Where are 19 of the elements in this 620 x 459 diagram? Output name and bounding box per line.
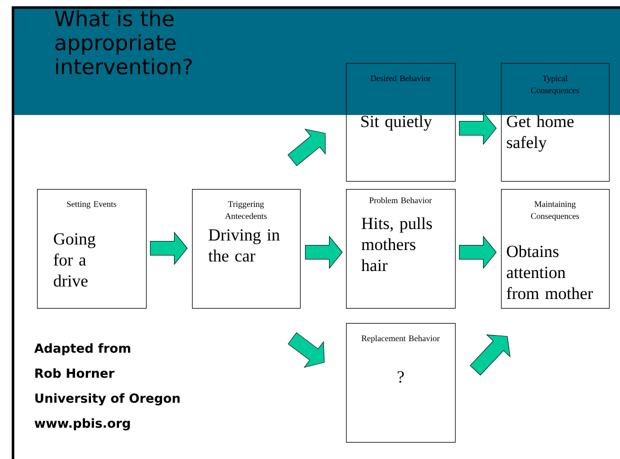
slide-title: What is the appropriate intervention? — [54, 10, 192, 74]
block-arrow — [305, 236, 343, 269]
block-arrow — [288, 332, 325, 368]
text-box: Maintaining Consequences Obtains attention from mother — [501, 189, 610, 309]
credit-line: www.pbis.org — [34, 418, 130, 430]
text-box: Replacement Behavior ? — [346, 323, 456, 443]
block-arrow — [150, 232, 188, 265]
text-box: Setting Events Going for a drive — [37, 189, 147, 309]
block-arrow — [459, 236, 497, 269]
block-arrow — [288, 128, 326, 166]
text-box: Problem Behavior Hits, pulls mothers hair — [346, 189, 456, 309]
credit-line: Rob Horner — [35, 368, 114, 378]
credit-line: University of Oregon — [35, 393, 180, 406]
text-box: Typical Consequences Get home safely — [501, 63, 610, 182]
text-box: Desired Behavior Sit quietly — [346, 63, 456, 182]
block-arrow — [459, 112, 497, 145]
credit-line: Adapted from — [34, 343, 130, 356]
block-arrow — [470, 334, 510, 376]
text-box: Triggering Antecedents Driving in the car — [192, 189, 301, 309]
